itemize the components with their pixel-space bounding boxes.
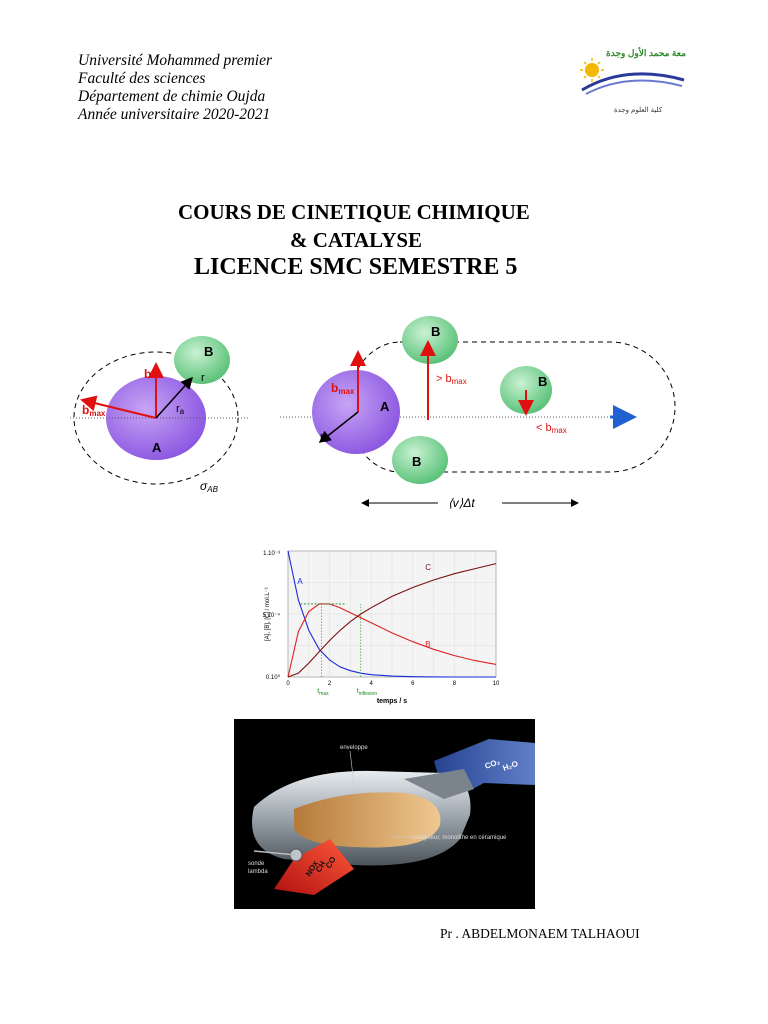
header-department: Département de chimie Oujda <box>78 88 266 105</box>
label-sonde: sonde <box>248 861 265 867</box>
x-tick-4: 8 <box>453 681 457 687</box>
x-tick-5: 10 <box>493 681 500 687</box>
logo-arabic-faculty: كلية العلوم وجدة <box>614 106 663 114</box>
y-tick-2: 1.10⁻³ <box>263 551 280 557</box>
annotation-tinflexion: tinflexion <box>357 688 378 697</box>
x-tick-3: 6 <box>411 681 415 687</box>
series-label-a: A <box>297 577 303 586</box>
ceramic-monolith <box>294 792 441 848</box>
kinetics-chart-svg: 0 2 4 6 8 10 0.10⁰ 5.10⁻⁴ 1.10⁻³ temps / s [A… <box>263 550 500 705</box>
label-b: b <box>144 367 151 381</box>
y-tick-0: 0.10⁰ <box>266 674 281 681</box>
x-tick-0: 0 <box>286 681 290 687</box>
author-name: Pr . ABDELMONAEM TALHAOUI <box>440 926 640 941</box>
label-velocity-time: ⟨v⟩Δt <box>448 496 475 510</box>
course-title-line3: LICENCE SMC SEMESTRE 5 <box>194 254 518 280</box>
label-a-left: A <box>152 440 162 455</box>
label-sigma: σAB <box>200 479 219 494</box>
course-title-line1: COURS DE CINETIQUE CHIMIQUE <box>178 200 530 224</box>
series-label-b: B <box>425 640 430 649</box>
label-a-right: A <box>380 399 390 414</box>
university-logo: جامعة محمد الأول وجدة كلية العلوم وجدة <box>576 44 695 122</box>
annotation-tmax: tmax <box>317 688 329 697</box>
y-tick-1: 5.10⁻⁴ <box>263 612 281 619</box>
series-label-c: C <box>425 563 431 572</box>
molecule-b-right-bottom <box>392 436 448 484</box>
course-title-line2: & CATALYSE <box>290 228 423 252</box>
header-year: Année universitaire 2020-2021 <box>78 106 271 123</box>
logo-arabic-name: جامعة محمد الأول وجدة <box>606 47 686 59</box>
label-bmax-left: bmax <box>82 403 106 418</box>
molecule-a-right <box>312 370 400 454</box>
collision-left-panel: b bmax ra r A B σAB <box>70 336 250 494</box>
series-line-b <box>287 603 497 678</box>
exhaust-in-arrow <box>274 839 354 895</box>
label-gt-bmax: > bmax <box>436 373 467 386</box>
kinetics-chart: 0 2 4 6 8 10 0.10⁰ 5.10⁻⁴ 1.10⁻³ temps / s [A… <box>262 545 502 705</box>
label-b-right-top: B <box>431 324 440 339</box>
label-b-left: B <box>204 344 213 359</box>
x-axis-label: temps / s <box>377 698 407 705</box>
collision-diagram: b bmax ra r A B σAB bmax ra A B B B <box>70 300 690 520</box>
catalytic-converter-image: enveloppe catalyseur, monolithe en céram… <box>234 719 535 909</box>
header-university: Université Mohammed premier <box>78 52 272 69</box>
molecule-b-right-top <box>402 316 458 364</box>
label-catalyseur: catalyseur, monolithe en céramique <box>412 835 507 841</box>
x-tick-1: 2 <box>328 681 332 687</box>
university-logo-graphic: جامعة محمد الأول وجدة كلية العلوم وجدة <box>580 47 695 114</box>
label-b-right-far: B <box>538 374 547 389</box>
sun-icon <box>580 58 604 82</box>
institution-header: Université Mohammed premier Faculté des … <box>78 52 272 124</box>
label-ra-left: ra <box>176 403 185 416</box>
label-r-left: r <box>201 372 205 384</box>
header-faculty: Faculté des sciences <box>78 70 206 87</box>
label-ra-right: ra <box>320 431 329 444</box>
label-lambda: lambda <box>248 869 268 875</box>
label-enveloppe: enveloppe <box>340 745 368 751</box>
collision-right-panel: bmax ra A B B B > bmax < bmax ⟨v⟩Δt <box>280 316 676 510</box>
label-bmax-right: bmax <box>331 381 355 396</box>
label-lt-bmax: < bmax <box>536 422 567 435</box>
molecule-b-left <box>174 336 230 384</box>
x-tick-2: 4 <box>370 681 374 687</box>
label-b-right-bottom: B <box>412 454 421 469</box>
y-axis-label: [A], [B], [C] / mol.L⁻¹ <box>265 587 271 641</box>
